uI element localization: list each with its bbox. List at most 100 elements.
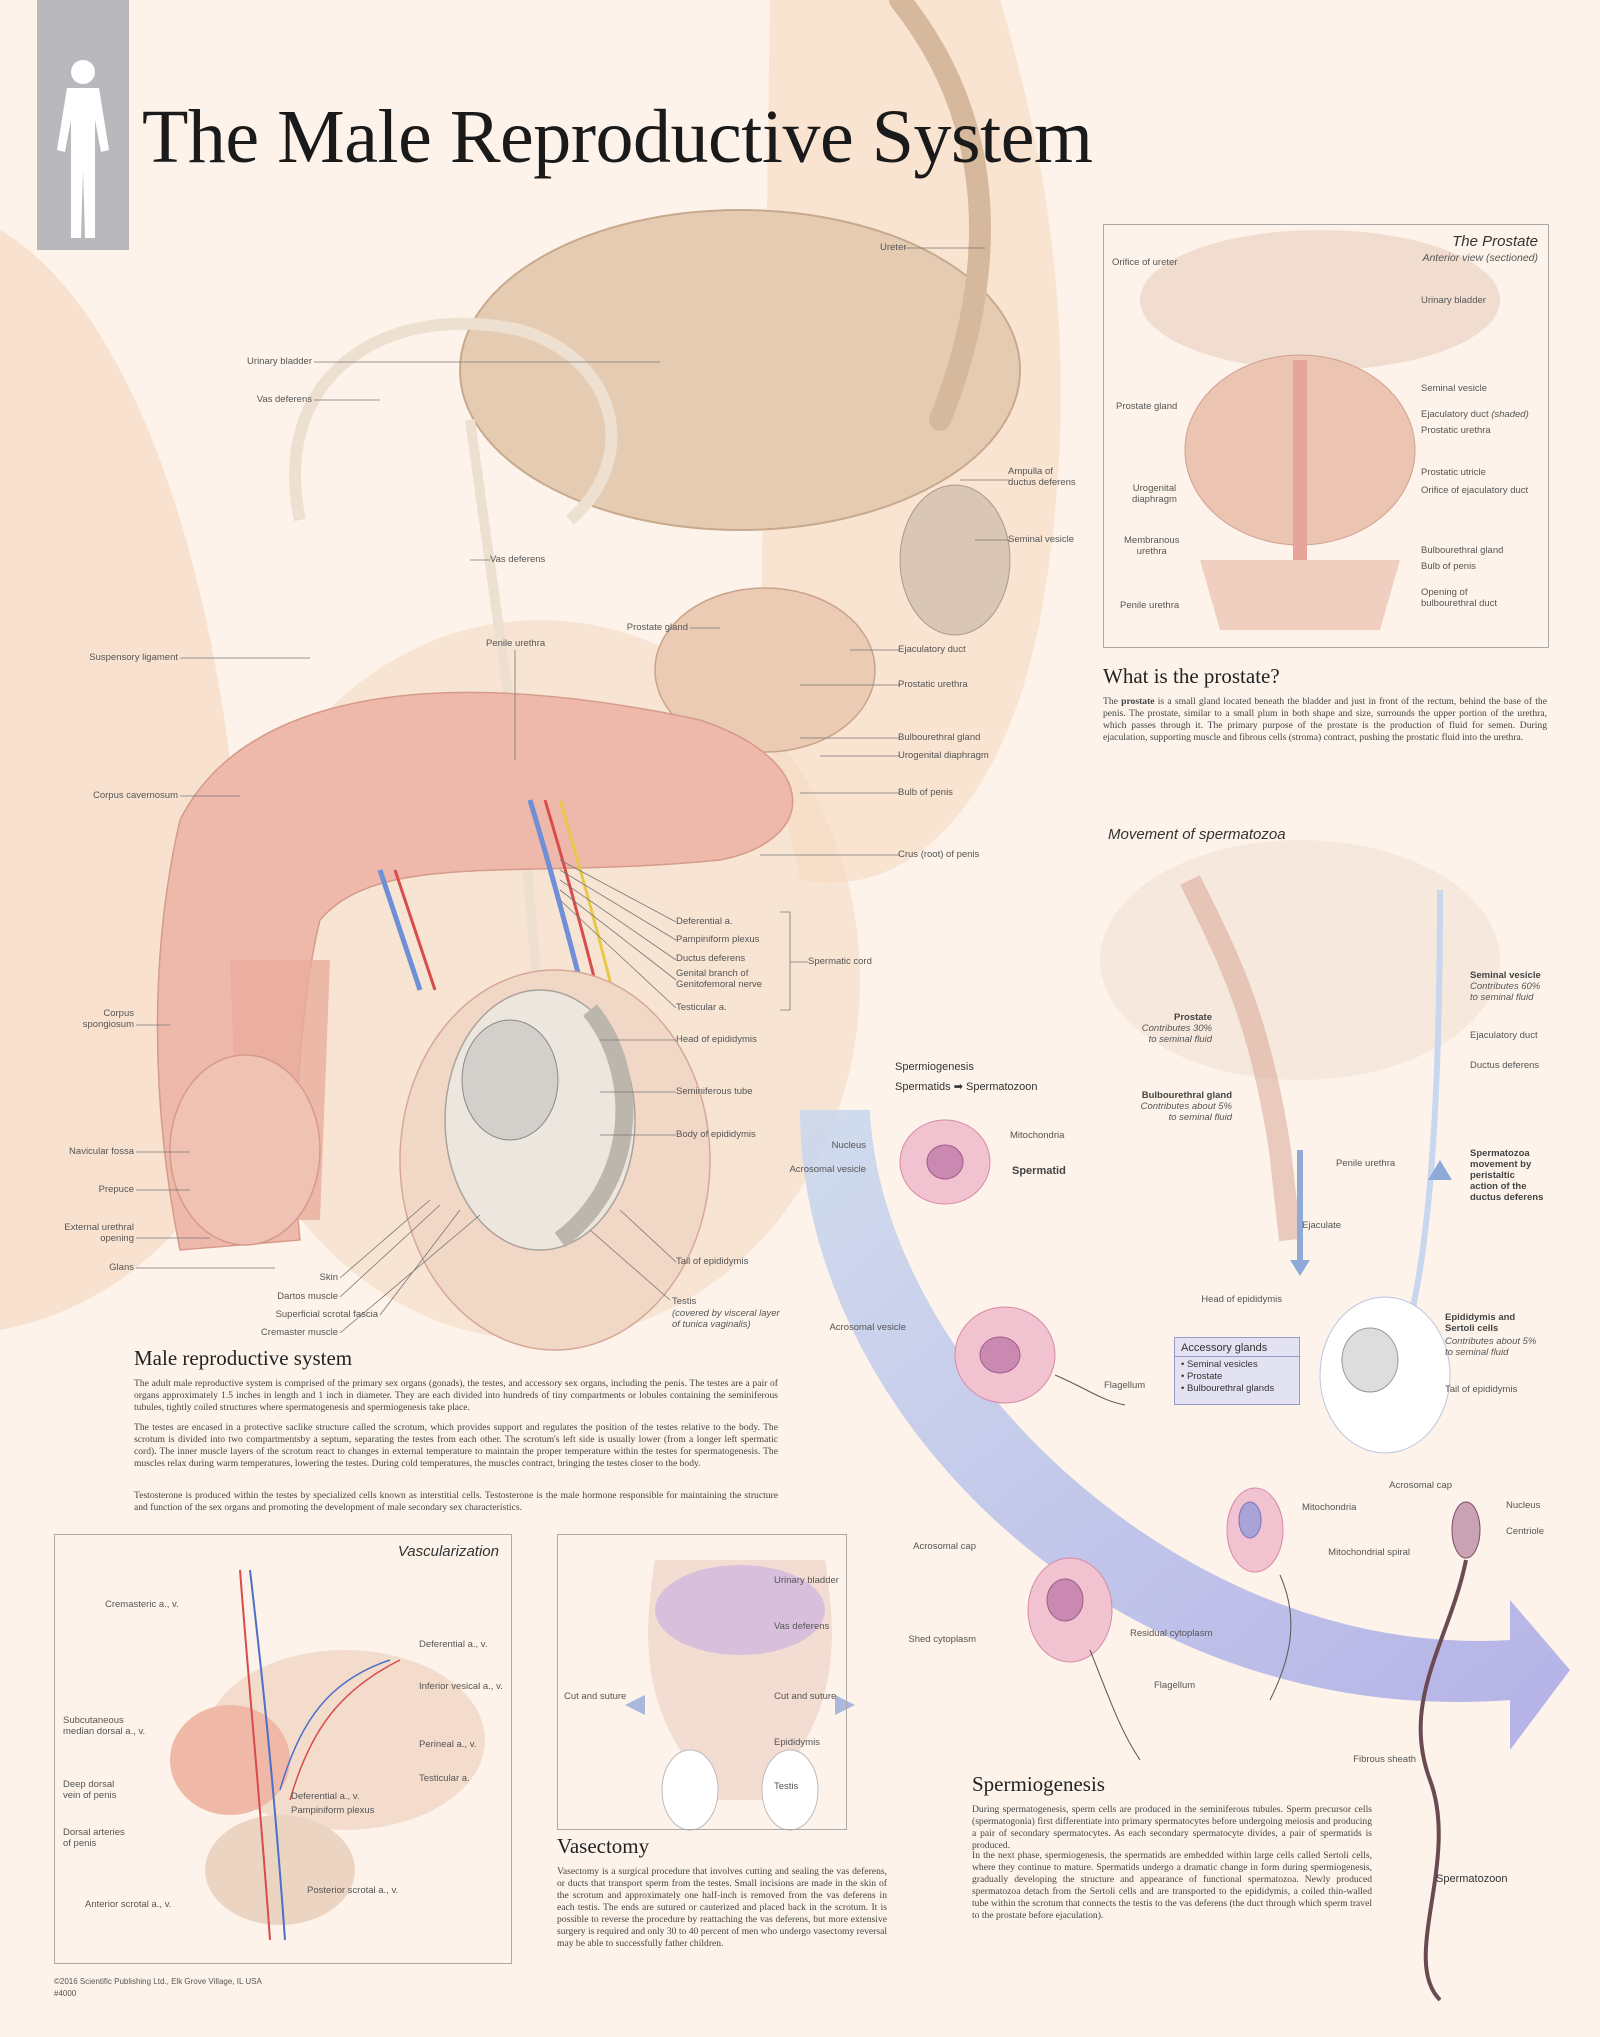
spermiogenesis-heading: Spermiogenesis — [972, 1772, 1105, 1796]
movement-label-prostate: Prostate — [1173, 1012, 1212, 1023]
male-repro-para-2: The testes are encased in a protective s… — [134, 1422, 778, 1469]
movement-label-ductus-deferens: Ductus deferens — [1470, 1060, 1540, 1071]
what-is-prostate-text: The prostate is a small gland located be… — [1103, 696, 1547, 743]
label-bulbourethral-gland: Bulbourethral gland — [898, 732, 981, 743]
label-penile-urethra: Penile urethra — [486, 638, 546, 649]
label-ureter: Ureter — [880, 242, 907, 253]
human-figure-icon — [57, 60, 109, 238]
accessory-glands-box: Accessory glands • Seminal vesicles • Pr… — [1174, 1337, 1300, 1405]
label-corpus-spongiosum: Corpus spongiosum — [82, 1008, 134, 1030]
prostate-panel: The Prostate Anterior view (sectioned) O… — [1103, 224, 1549, 648]
male-repro-heading: Male reproductive system — [134, 1346, 353, 1370]
spermio-cells-progression: Spermatids ➡ Spermatozoon — [895, 1081, 1038, 1093]
movement-label-seminal-vesicle: Seminal vesicle — [1470, 970, 1541, 981]
vasc-label-deep-dorsal: Deep dorsal vein of penis — [63, 1779, 117, 1801]
vasc-label-inferior-vesical: Inferior vesical a., v. — [419, 1681, 503, 1692]
label-testicular-a: Testicular a. — [676, 1002, 727, 1013]
movement-epididymis-note: Contributes about 5% to seminal fluid — [1445, 1336, 1537, 1358]
spermiogenesis-para-2: In the next phase, spermiogenesis, the s… — [972, 1850, 1372, 1921]
spermiogenesis-para-1: During spermatogenesis, sperm cells are … — [972, 1804, 1372, 1851]
cell-label-acrosomal-vesicle-2: Acrosomal vesicle — [829, 1322, 906, 1333]
movement-label-spermatozoa-movement: Spermatozoa movement by peristaltic acti… — [1470, 1148, 1544, 1203]
cell-label-nucleus: Nucleus — [831, 1140, 866, 1151]
vasectomy-text: Vasectomy is a surgical procedure that i… — [557, 1866, 888, 1949]
vascularization-panel: Vascularization Cremasteric a., v. Defer… — [54, 1534, 512, 1964]
label-skin: Skin — [319, 1272, 338, 1283]
prostate-label-bulb-of-penis: Bulb of penis — [1421, 561, 1476, 572]
cell-label-flagellum-1: Flagellum — [1104, 1380, 1146, 1391]
prostate-label-urinary-bladder: Urinary bladder — [1421, 295, 1486, 306]
label-testis-note: (covered by visceral layer of tunica vag… — [672, 1308, 780, 1330]
label-vas-deferens-mid: Vas deferens — [490, 554, 546, 565]
cell-label-mitochondrial-spiral: Mitochondrial spiral — [1328, 1547, 1410, 1558]
label-cremaster-muscle: Cremaster muscle — [260, 1327, 338, 1338]
cell-label-fibrous-sheath: Fibrous sheath — [1353, 1754, 1416, 1765]
cell-label-residual-cytoplasm: Residual cytoplasm — [1130, 1628, 1213, 1639]
accessory-item: • Prostate — [1181, 1371, 1223, 1382]
label-seminiferous-tube: Seminiferous tube — [676, 1086, 753, 1097]
prostate-label-ejaculatory-duct: Ejaculatory duct (shaded) — [1421, 409, 1529, 420]
label-ejaculatory-duct: Ejaculatory duct — [898, 644, 966, 655]
prostate-label-prostatic-urethra: Prostatic urethra — [1421, 425, 1491, 436]
movement-label-tail-epididymis: Tail of epididymis — [1445, 1384, 1518, 1395]
vasectomy-label-vas-deferens: Vas deferens — [774, 1621, 830, 1632]
page-title: The Male Reproductive System — [142, 95, 1093, 179]
label-prostate-gland: Prostate gland — [626, 622, 688, 633]
vasectomy-label-epididymis: Epididymis — [774, 1737, 820, 1748]
cell-label-mitochondria-1: Mitochondria — [1010, 1130, 1065, 1141]
label-pampiniform-plexus: Pampiniform plexus — [676, 934, 760, 945]
prostate-panel-subtitle: Anterior view (sectioned) — [1422, 252, 1538, 264]
label-ductus-deferens: Ductus deferens — [676, 953, 746, 964]
cell-label-flagellum-2: Flagellum — [1154, 1680, 1196, 1691]
cell-label-nucleus-2: Nucleus — [1506, 1500, 1541, 1511]
vasc-label-posterior-scrotal: Posterior scrotal a., v. — [307, 1885, 399, 1896]
movement-label-bulbourethral: Bulbourethral gland — [1141, 1090, 1232, 1101]
label-external-urethral-opening: External urethral opening — [64, 1222, 134, 1244]
vasc-label-subcutaneous: Subcutaneous median dorsal a., v. — [63, 1715, 146, 1737]
label-prostatic-urethra: Prostatic urethra — [898, 679, 968, 690]
vasectomy-label-testis: Testis — [774, 1781, 799, 1792]
label-bulb-of-penis: Bulb of penis — [898, 787, 953, 798]
accessory-glands-title: Accessory glands — [1175, 1338, 1299, 1357]
accessory-item: • Bulbourethral glands — [1181, 1383, 1275, 1394]
vasectomy-label-cut-left: Cut and suture — [564, 1691, 627, 1702]
cell-label-spermatozoon: Spermatozoon — [1436, 1873, 1508, 1885]
label-urogenital-diaphragm: Urogenital diaphragm — [898, 750, 989, 761]
figure-icon-box — [37, 0, 129, 250]
cell-label-acrosomal-cap-2: Acrosomal cap — [1389, 1480, 1452, 1491]
label-urinary-bladder: Urinary bladder — [247, 356, 312, 367]
label-navicular-fossa: Navicular fossa — [69, 1146, 134, 1157]
label-tail-of-epididymis: Tail of epididymis — [676, 1256, 749, 1267]
cell-label-acrosomal-vesicle-1: Acrosomal vesicle — [789, 1164, 866, 1175]
prostate-label-orifice-ejaculatory: Orifice of ejaculatory duct — [1421, 485, 1529, 496]
movement-label-epididymis-sertoli: Epididymis and Sertoli cells — [1445, 1312, 1516, 1334]
label-deferential-a: Deferential a. — [676, 916, 733, 927]
label-seminal-vesicle: Seminal vesicle — [1008, 534, 1074, 545]
vasc-label-testicular: Testicular a. — [419, 1773, 470, 1784]
vasc-label-cremasteric: Cremasteric a., v. — [105, 1599, 179, 1610]
what-is-prostate-heading: What is the prostate? — [1103, 664, 1280, 688]
label-spermatic-cord: Spermatic cord — [808, 956, 872, 967]
vasectomy-panel: Urinary bladder Vas deferens Cut and sut… — [557, 1534, 847, 1830]
label-crus-of-penis: Crus (root) of penis — [898, 849, 980, 860]
movement-label-penile-urethra: Penile urethra — [1336, 1158, 1396, 1169]
vasc-label-anterior-scrotal: Anterior scrotal a., v. — [85, 1899, 172, 1910]
vasectomy-label-cut-right: Cut and suture — [774, 1691, 837, 1702]
label-head-of-epididymis: Head of epididymis — [676, 1034, 757, 1045]
prostate-label-seminal-vesicle: Seminal vesicle — [1421, 383, 1487, 394]
copyright: ©2016 Scientific Publishing Ltd., Elk Gr… — [54, 1977, 262, 1986]
movement-seminal-vesicle-note: Contributes 60% to seminal fluid — [1470, 981, 1541, 1003]
cell-label-shed-cytoplasm: Shed cytoplasm — [908, 1634, 976, 1645]
vascularization-title: Vascularization — [397, 1543, 499, 1560]
vasc-label-dorsal-arteries: Dorsal arteries of penis — [63, 1827, 125, 1849]
vasc-label-pampiniform: Pampiniform plexus — [291, 1805, 375, 1816]
prostate-label-penile-urethra: Penile urethra — [1120, 600, 1180, 611]
label-superficial-scrotal-fascia: Superficial scrotal fascia — [275, 1309, 378, 1320]
cell-label-mitochondria-2: Mitochondria — [1302, 1502, 1357, 1513]
label-glans: Glans — [109, 1262, 134, 1273]
prostate-label-bulbourethral-gland: Bulbourethral gland — [1421, 545, 1504, 556]
label-suspensory-ligament: Suspensory ligament — [89, 652, 178, 663]
product-code: #4000 — [54, 1989, 77, 1998]
label-corpus-cavernosum: Corpus cavernosum — [92, 790, 178, 801]
